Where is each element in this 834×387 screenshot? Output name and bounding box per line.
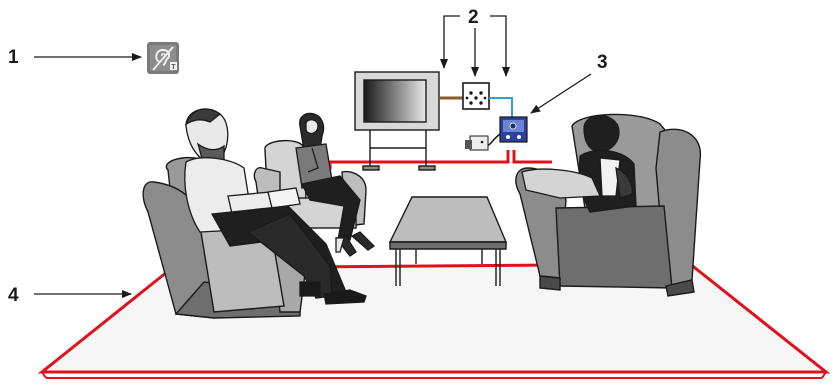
audio-connector-box	[462, 82, 490, 110]
callout-2-bracket-right	[490, 15, 510, 77]
svg-text:T: T	[171, 64, 176, 71]
coffee-table	[388, 196, 508, 286]
seated-woman	[295, 112, 376, 257]
signal-cable	[489, 97, 513, 117]
callout-number-2: 2	[468, 7, 479, 28]
callout-3-arrow	[530, 73, 592, 114]
television	[354, 71, 440, 171]
seated-person-back-view	[521, 115, 637, 213]
callout-number-4: 4	[8, 285, 19, 306]
callout-number-1: 1	[8, 47, 19, 68]
hearing-loop-t-icon: T	[147, 42, 179, 74]
loop-amplifier	[499, 116, 528, 143]
callout-2-bracket-left	[440, 15, 460, 69]
power-socket	[465, 133, 501, 151]
seated-man	[184, 108, 367, 305]
callout-number-3: 3	[597, 52, 608, 73]
